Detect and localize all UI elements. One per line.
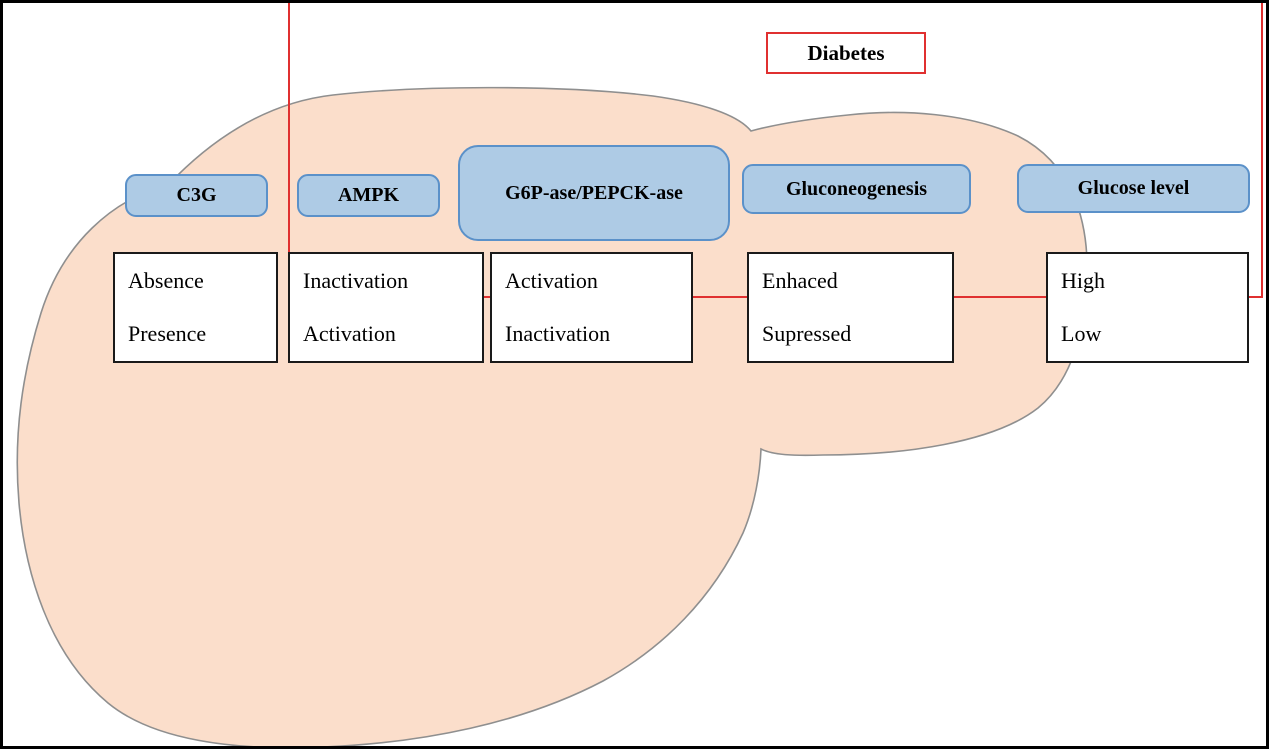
value-g6pase-row1: Activation xyxy=(505,267,598,293)
value-c3g-row2: Presence xyxy=(128,321,207,347)
values-glucose-level: High Low xyxy=(1046,252,1249,363)
value-ampk-row2: Activation xyxy=(303,321,396,347)
header-ampk: AMPK xyxy=(297,174,440,217)
header-c3g-label: C3G xyxy=(176,184,217,206)
value-gluconeogenesis-row2: Supressed xyxy=(762,321,852,347)
values-g6pase-pepckase: Activation Inactivation xyxy=(490,252,693,363)
header-c3g: C3G xyxy=(125,174,268,217)
header-g6pase-pepckase-label: G6P-ase/PEPCK-ase xyxy=(505,181,683,204)
header-glucose-level: Glucose level xyxy=(1017,164,1250,213)
diabetes-label: Diabetes xyxy=(807,40,885,65)
header-gluconeogenesis: Gluconeogenesis xyxy=(742,164,971,214)
value-g6pase-row2: Inactivation xyxy=(505,321,611,347)
header-glucose-level-label: Glucose level xyxy=(1077,177,1190,199)
value-ampk-row1: Inactivation xyxy=(303,267,409,293)
values-c3g: Absence Presence xyxy=(113,252,278,363)
header-ampk-label: AMPK xyxy=(337,184,400,206)
value-gluconeogenesis-row1: Enhaced xyxy=(762,267,838,293)
values-gluconeogenesis: Enhaced Supressed xyxy=(747,252,954,363)
header-gluconeogenesis-label: Gluconeogenesis xyxy=(785,177,928,200)
value-c3g-row1: Absence xyxy=(128,267,204,293)
value-glucose-row2: Low xyxy=(1061,321,1102,347)
value-glucose-row1: High xyxy=(1061,267,1105,293)
header-g6pase-pepckase: G6P-ase/PEPCK-ase xyxy=(458,145,730,241)
values-ampk: Inactivation Activation xyxy=(288,252,484,363)
diabetes-label-box: Diabetes xyxy=(766,32,926,74)
